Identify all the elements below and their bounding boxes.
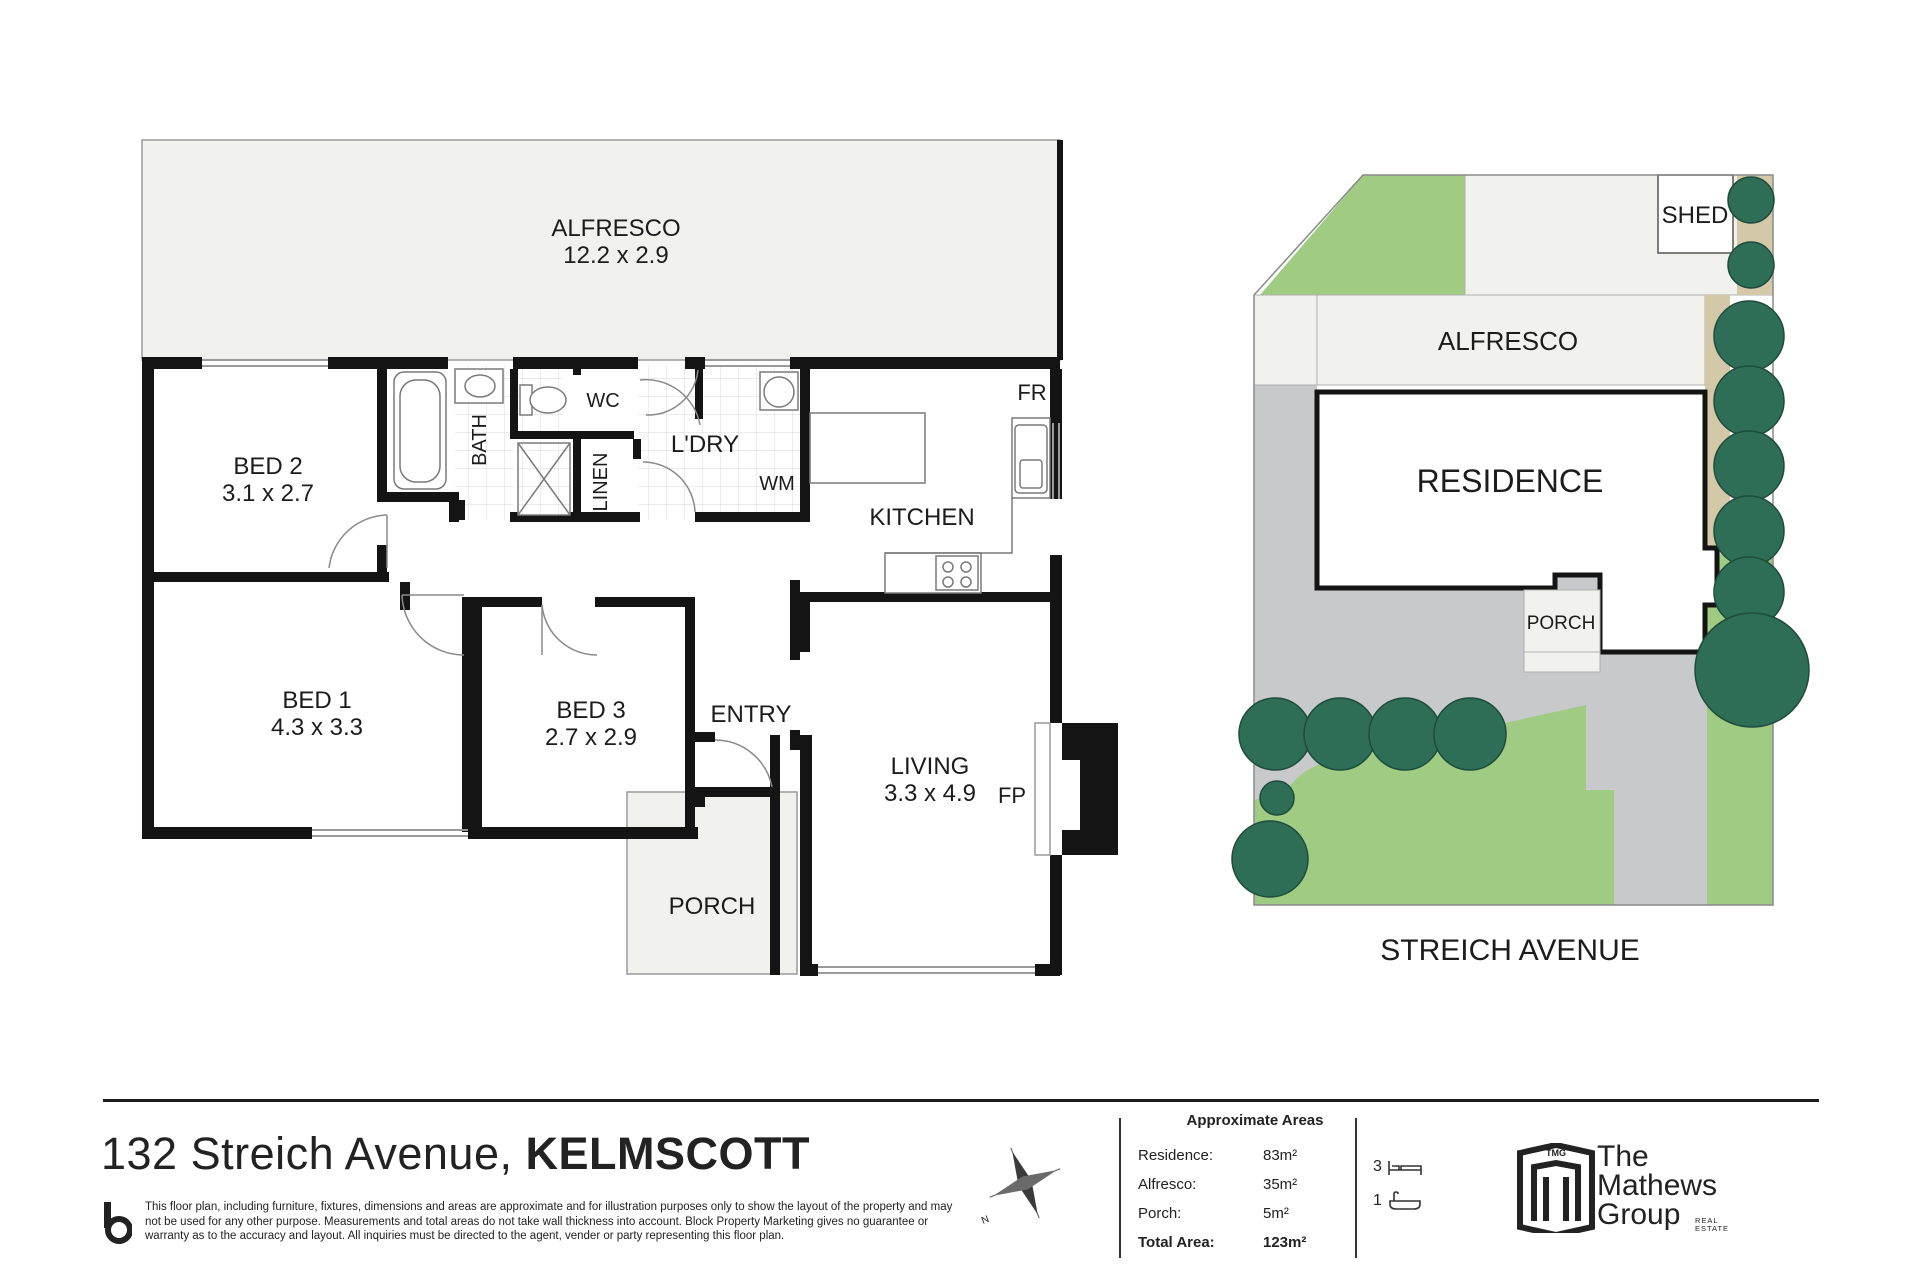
bathroom-count: 1 (1373, 1184, 1423, 1218)
bedroom-count: 3 (1373, 1150, 1423, 1184)
tree (1727, 241, 1775, 289)
bed2-label: BED 2 (233, 453, 302, 480)
area-label: Alfresco: (1138, 1176, 1197, 1193)
tree (1713, 365, 1785, 437)
bed1-dims: 4.3 x 3.3 (271, 714, 363, 741)
tree (1713, 430, 1785, 502)
tree (1303, 697, 1377, 771)
bedroom-count-value: 3 (1373, 1158, 1382, 1175)
residence-label: RESIDENCE (1417, 463, 1604, 499)
front-lawn (1254, 705, 1614, 905)
kitchen-bench (809, 412, 926, 484)
disclaimer-text: This floor plan, including furniture, fi… (145, 1201, 953, 1242)
shed-label: SHED (1662, 202, 1729, 229)
area-value: 83m² (1263, 1147, 1298, 1164)
area-row: Residence: 83m² (1138, 1141, 1338, 1170)
site-alfresco (1316, 294, 1706, 386)
bath-label: BATH (469, 414, 491, 466)
logo-line2: Mathews (1597, 1169, 1718, 1202)
area-label: Residence: (1138, 1147, 1214, 1164)
tree (1694, 612, 1810, 728)
walls (142, 357, 1118, 976)
separator-left (1119, 1118, 1121, 1258)
trees (1231, 176, 1810, 898)
logo-sub2: ESTATE (1695, 1224, 1730, 1233)
logo-sub1: REAL (1695, 1216, 1719, 1225)
alfresco-dims: 12.2 x 2.9 (563, 242, 668, 269)
area-value: 35m² (1263, 1176, 1298, 1193)
windows (202, 359, 1060, 974)
alfresco-area (141, 139, 1061, 361)
tree (1713, 495, 1785, 567)
laundry-label: L'DRY (671, 431, 739, 458)
wc-label: WC (586, 390, 619, 412)
footer-divider (103, 1099, 1819, 1102)
tree (1231, 820, 1309, 898)
tree (1259, 780, 1295, 816)
street-label: STREICH AVENUE (1380, 934, 1640, 967)
bed2-dims: 3.1 x 2.7 (222, 480, 314, 507)
compass-n-label: N (980, 1214, 991, 1227)
floorplan-labels: ALFRESCO 12.2 x 2.9 BED 2 3.1 x 2.7 BED … (222, 215, 1047, 920)
address-street: 132 Streich Avenue, (101, 1128, 513, 1179)
porch-label: PORCH (669, 893, 756, 920)
total-area-row: Total Area: 123m² (1138, 1228, 1338, 1257)
door-swings (328, 369, 773, 788)
block-logo-icon (104, 1202, 132, 1244)
total-area-value: 123m² (1263, 1234, 1307, 1251)
bathroom-count-value: 1 (1373, 1192, 1382, 1209)
logo-wordmark: The Mathews Group (1597, 1140, 1718, 1231)
bathtub-icon (1389, 1191, 1421, 1210)
shed (1657, 174, 1734, 254)
compass-icon: N (980, 1147, 1061, 1227)
back-lawn (1260, 175, 1465, 295)
svg-text:TMG: TMG (1546, 1148, 1566, 1158)
total-area-label: Total Area: (1138, 1234, 1215, 1251)
approximate-areas: Approximate Areas Residence: 83m² Alfres… (1138, 1112, 1338, 1257)
linen-label: LINEN (590, 453, 612, 512)
tree (1368, 697, 1442, 771)
separator-right (1355, 1118, 1357, 1258)
living-dims: 3.3 x 4.9 (884, 780, 976, 807)
site-plan (1253, 174, 1774, 906)
bed3-label: BED 3 (556, 697, 625, 724)
mathews-group-logo-icon: TMG (1517, 1143, 1595, 1233)
tree (1433, 697, 1507, 771)
bed-icon (1388, 1161, 1422, 1175)
tree (1727, 176, 1775, 224)
kitchen-label: KITCHEN (869, 504, 974, 531)
living-label: LIVING (891, 753, 970, 780)
siteplan-labels: SHED ALFRESCO RESIDENCE PORCH STREICH AV… (1380, 202, 1728, 967)
site-porch (1523, 589, 1601, 653)
logo-line3: Group (1597, 1198, 1681, 1231)
area-label: Porch: (1138, 1205, 1182, 1222)
tree (1238, 697, 1312, 771)
site-porch-label: PORCH (1527, 613, 1596, 634)
area-row: Alfresco: 35m² (1138, 1170, 1338, 1199)
areas-title: Approximate Areas (1186, 1112, 1324, 1129)
tree (1713, 300, 1785, 372)
fr-label: FR (1017, 380, 1046, 405)
fp-label: FP (998, 783, 1026, 808)
address-suburb: KELMSCOTT (525, 1128, 810, 1179)
site-alfresco-label: ALFRESCO (1438, 326, 1578, 356)
area-row: Porch: 5m² (1138, 1199, 1338, 1228)
room-counts: 3 1 (1373, 1150, 1423, 1218)
fixtures (393, 368, 1051, 594)
logo-real-estate: REAL ESTATE (1695, 1217, 1729, 1233)
porch-area (626, 791, 798, 975)
alfresco-label: ALFRESCO (551, 215, 680, 242)
area-value: 5m² (1263, 1205, 1289, 1222)
logo-line1: The (1597, 1140, 1649, 1173)
bed1-label: BED 1 (282, 687, 351, 714)
entry-label: ENTRY (711, 701, 792, 728)
bed3-dims: 2.7 x 2.9 (545, 724, 637, 751)
property-address: 132 Streich Avenue, KELMSCOTT (101, 1128, 810, 1180)
wm-label: WM (759, 473, 795, 495)
